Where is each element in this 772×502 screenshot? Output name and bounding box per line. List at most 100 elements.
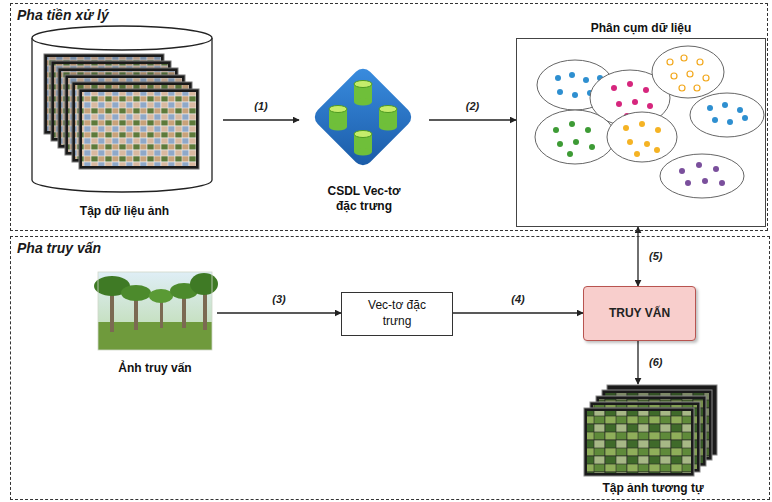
image-caption: Ảnh truy vấn (118, 361, 191, 377)
step-number: (4) (509, 293, 526, 306)
cluster-ellipse (535, 110, 615, 164)
vector-database-icon (311, 65, 416, 170)
cluster-ellipse (690, 93, 764, 137)
step-number: (6) (647, 356, 664, 369)
data-dot (655, 127, 661, 133)
cluster-group (652, 46, 724, 98)
data-dot (681, 55, 687, 61)
data-dot (627, 81, 633, 87)
data-dot (583, 77, 589, 83)
data-dot (611, 85, 617, 91)
data-dot (712, 117, 718, 123)
photo-grid (587, 411, 691, 473)
data-dot (696, 162, 702, 168)
phase-region: Pha truy vấnẢnh truy vấnVec-tơ đặc trưng… (10, 236, 770, 500)
data-dot (573, 139, 579, 145)
data-dot (685, 180, 691, 186)
database-cylinder (32, 26, 212, 192)
image-caption: Tập dữ liệu ảnh (80, 204, 169, 220)
connector-arrow (453, 312, 583, 313)
data-dot (687, 71, 693, 77)
step-number: (2) (464, 100, 481, 113)
data-dot (679, 168, 685, 174)
photo-edge (98, 272, 212, 350)
cluster-ellipse (660, 154, 744, 198)
data-dot (569, 72, 575, 78)
image-node: Tập ảnh tương tự (573, 384, 733, 497)
data-dot (589, 144, 595, 150)
mini-cylinder-top (379, 106, 397, 113)
cylinder-body (32, 38, 212, 192)
data-dot (553, 127, 559, 133)
data-dot (667, 59, 673, 65)
mini-cylinder-top (329, 106, 347, 113)
photo-frame (584, 408, 694, 476)
step-number: (3) (270, 293, 287, 306)
data-dot (567, 151, 573, 157)
data-dot (572, 92, 578, 98)
cluster-border (516, 38, 766, 227)
data-dot (719, 180, 725, 186)
data-dot (713, 166, 719, 172)
step-number: (5) (647, 250, 664, 263)
data-dot (697, 59, 703, 65)
photo-grid (82, 92, 196, 166)
data-dot (694, 85, 700, 91)
data-dot (627, 139, 633, 145)
data-dot (647, 103, 653, 109)
connector-arrow (637, 341, 638, 384)
data-dot (634, 151, 640, 157)
mini-cylinder-base (329, 124, 347, 131)
image-caption: Tập ảnh tương tự (602, 481, 703, 497)
palm-fronds (121, 285, 151, 301)
step-number: (1) (252, 100, 269, 113)
palm-trunk (203, 290, 207, 330)
image-node: Tập dữ liệu ảnh (26, 25, 223, 220)
mini-cylinder-top (354, 131, 372, 138)
data-dot (654, 147, 660, 153)
image-node: Ảnh truy vấn (93, 271, 217, 377)
data-dot (569, 121, 575, 127)
cluster-group (690, 93, 764, 137)
data-dot (737, 107, 743, 113)
palm-fronds (190, 273, 218, 295)
data-dot (555, 75, 561, 81)
data-dot (644, 141, 650, 147)
mini-cylinder-base (379, 124, 397, 131)
data-dot (703, 75, 709, 81)
connector-arrow (429, 119, 516, 120)
phase-title: Pha tiền xử lý (17, 7, 109, 23)
palm-trunk (182, 296, 186, 328)
box-label: Vec-tơ đặc trưng (361, 298, 433, 329)
data-dot (707, 105, 713, 111)
cluster-ellipse (607, 112, 677, 162)
mini-cylinder (379, 106, 397, 131)
mini-cylinder (329, 106, 347, 131)
palm-fronds (149, 289, 173, 303)
data-dot (632, 99, 638, 105)
query-photo (94, 272, 218, 350)
mini-cylinder (354, 81, 372, 106)
cluster-group (660, 154, 744, 198)
palm-trunk (134, 298, 138, 330)
cylinder-top (32, 26, 212, 50)
connector-arrow (223, 119, 299, 120)
mini-cylinder-base (354, 99, 372, 106)
image-caption: CSDL Vec-tơ đặc trưng (318, 184, 410, 215)
result-photo-stack (584, 385, 717, 476)
palm-trunk (160, 300, 163, 328)
data-dot (679, 85, 685, 91)
data-dot (722, 102, 728, 108)
data-dot (671, 73, 677, 79)
data-dot (702, 178, 708, 184)
image-node: CSDL Vec-tơ đặc trưng (299, 65, 429, 215)
data-dot (557, 89, 563, 95)
palm-trunk (110, 292, 114, 332)
photo-ground (98, 322, 212, 350)
icon-diamond (311, 65, 416, 170)
mini-cylinder (354, 131, 372, 156)
connector-arrow (217, 312, 341, 313)
